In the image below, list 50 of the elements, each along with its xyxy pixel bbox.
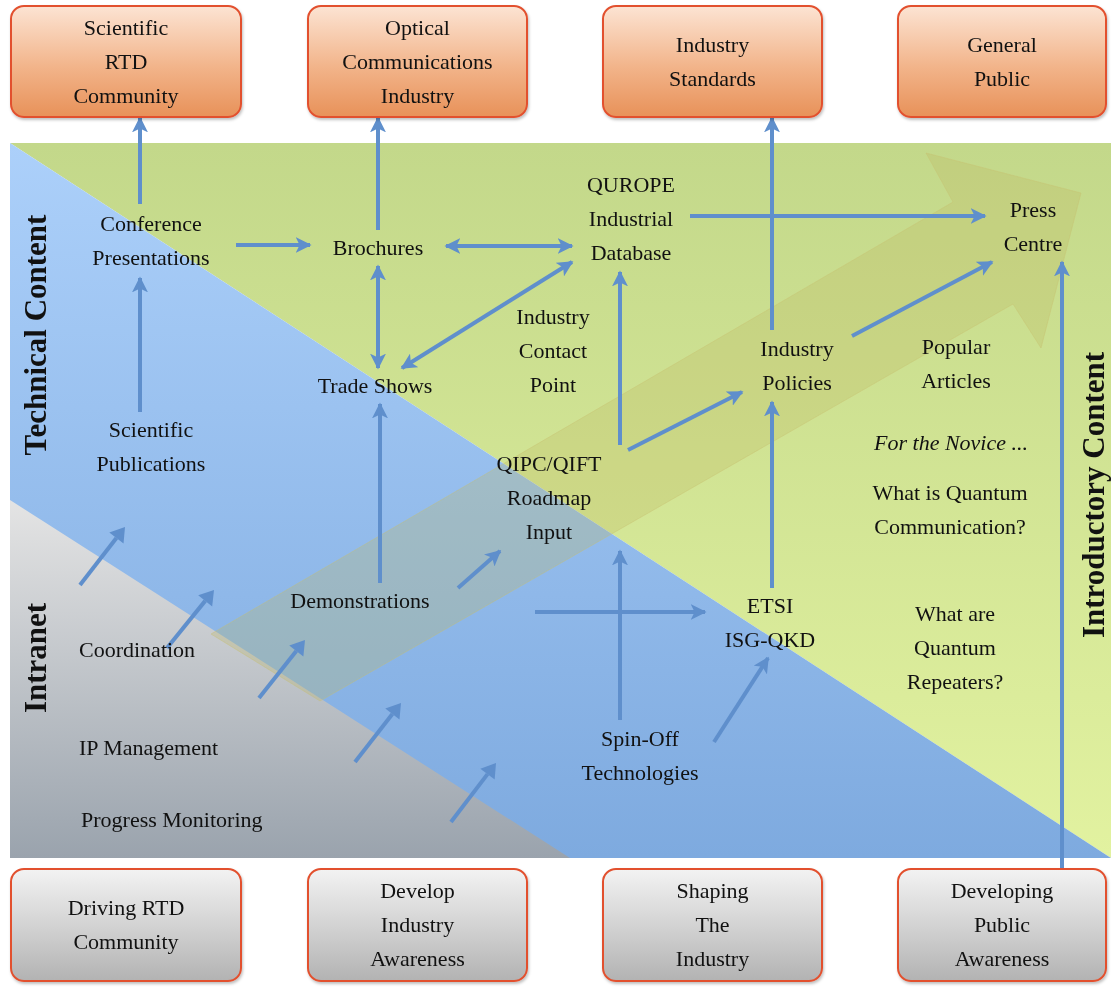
arrow — [612, 549, 628, 720]
arrow — [370, 264, 386, 370]
arrow — [535, 604, 707, 620]
arrow — [764, 400, 780, 588]
item-text: Coordination — [79, 636, 196, 664]
arrow — [236, 237, 312, 253]
item-text: Industry Contact Point — [515, 303, 591, 399]
arrow — [851, 260, 994, 338]
activity-text: Demonstrations — [262, 583, 458, 619]
activity-text: QUROPE Industrial Database — [572, 166, 690, 272]
goal-box: Develop Industry Awareness — [307, 868, 528, 982]
section-title: Technical Content — [18, 213, 54, 458]
activity-text: Conference Presentations — [66, 204, 236, 278]
activity-text: Scientific Publications — [86, 412, 216, 482]
audience-box: Scientific RTD Community — [10, 5, 242, 118]
audience-box: Industry Standards — [602, 5, 823, 118]
arrow — [400, 260, 574, 370]
note-text: For the Novice ... — [873, 429, 1029, 457]
item-text: Progress Monitoring — [81, 806, 263, 834]
item-text: Popular Articles — [920, 333, 992, 395]
arrow — [444, 238, 574, 254]
activity-text: ETSI ISG-QKD — [705, 588, 835, 658]
activity-text: Spin-Off Technologies — [566, 720, 714, 792]
arrow — [132, 116, 148, 204]
activity-text: Press Centre — [985, 192, 1081, 262]
activity-text: Brochures — [310, 230, 446, 266]
audience-box: General Public — [897, 5, 1107, 118]
arrow — [1054, 260, 1070, 868]
arrow — [712, 656, 770, 744]
item-text: What is Quantum Communication? — [871, 479, 1029, 541]
arrow — [764, 116, 780, 330]
section-title: Intranet — [18, 601, 54, 716]
arrow — [372, 402, 388, 583]
arrow — [456, 549, 502, 590]
arrow — [132, 276, 148, 412]
item-text: IP Management — [79, 734, 219, 762]
goal-box: Shaping The Industry — [602, 868, 823, 982]
activity-text: Industry Policies — [742, 330, 852, 402]
arrow — [370, 116, 386, 230]
goal-box: Driving RTD Community — [10, 868, 242, 982]
arrow — [612, 270, 628, 445]
activity-text: QIPC/QIFT Roadmap Input — [470, 445, 628, 551]
arrow — [627, 390, 744, 452]
audience-box: Optical Communications Industry — [307, 5, 528, 118]
goal-box: Developing Public Awareness — [897, 868, 1107, 982]
item-text: What are Quantum Repeaters? — [905, 600, 1005, 696]
section-title: Introductory Content — [1076, 350, 1111, 641]
block-arrow — [210, 152, 1082, 702]
arrow — [690, 208, 987, 224]
activity-text: Trade Shows — [288, 368, 462, 404]
